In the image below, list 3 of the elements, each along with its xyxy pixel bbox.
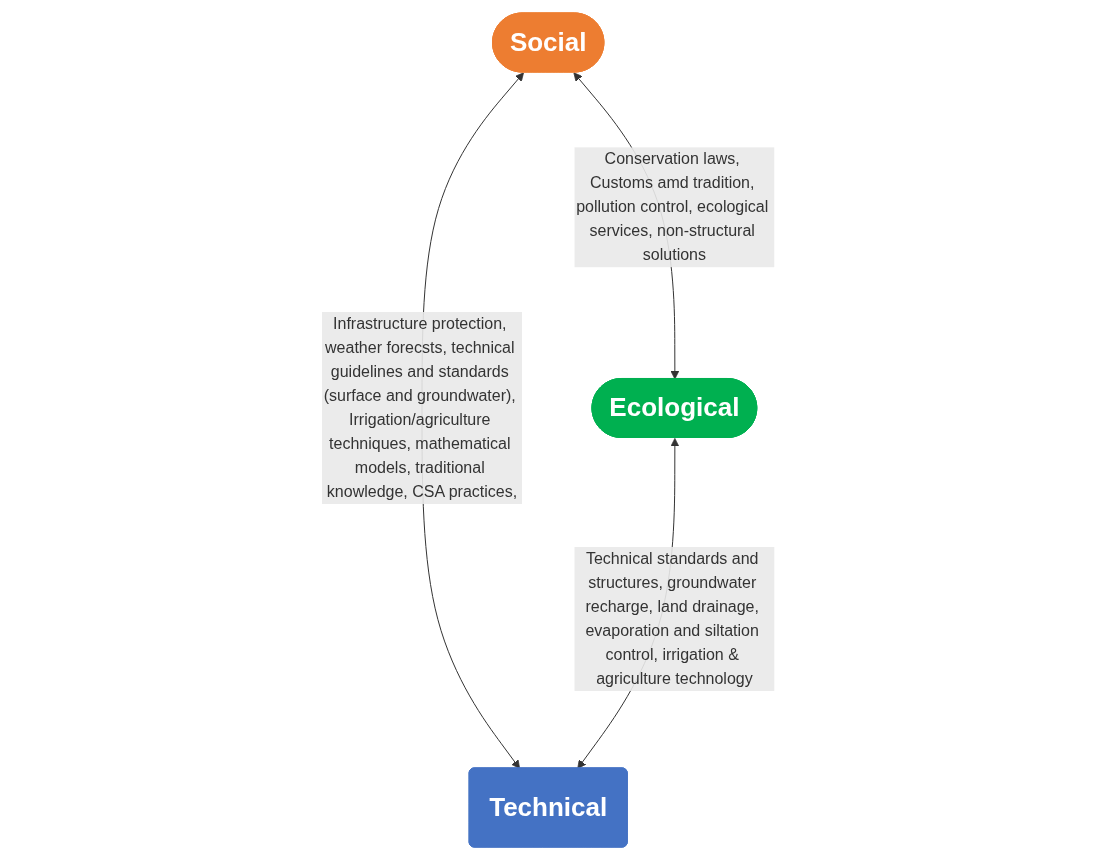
edge-label: Conservation laws, Customs amd tradition, pollution control, ecological services, non-structural solutions [576,150,769,264]
edge-label: Technical standards and structures, groundwater recharge, land drainage, evaporation and siltation control, irrigation & agriculture technology [585,549,760,687]
edge-label: Infrastructure protection, weather forecsts, technical guidelines and standards (surface and groundwater), Irrigation/agriculture techniques, mathematical models, traditional knowledge, CSA practices, [324,314,518,500]
